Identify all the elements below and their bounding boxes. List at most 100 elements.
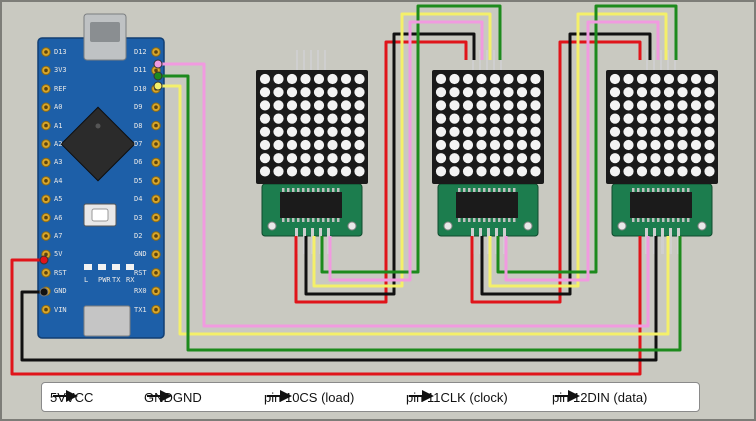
matrix-led xyxy=(313,139,325,151)
pin-dot-d10 xyxy=(153,81,163,91)
header-pin xyxy=(317,50,319,70)
pin-label: A2 xyxy=(54,140,63,148)
legend-item-din: pin 12 DIN (data) xyxy=(552,390,647,405)
chip-leg xyxy=(292,188,295,192)
pin-label: D5 xyxy=(134,176,143,185)
pin-hole xyxy=(44,252,48,257)
chip-leg xyxy=(463,188,466,192)
matrix-led xyxy=(530,153,541,164)
chip-leg xyxy=(468,188,471,192)
matrix-led xyxy=(663,100,675,111)
matrix-led xyxy=(259,153,271,164)
chip-leg xyxy=(642,188,645,192)
pin-label: A0 xyxy=(54,103,63,112)
pin-hole xyxy=(44,87,48,91)
chip-leg xyxy=(488,218,491,222)
matrix-led xyxy=(259,113,271,124)
mount-hole xyxy=(347,221,357,231)
matrix-led xyxy=(327,153,338,164)
matrix-led xyxy=(462,113,474,124)
chip-leg xyxy=(473,188,476,192)
header-pin xyxy=(667,50,669,70)
pin-label: D7 xyxy=(134,140,143,148)
matrix-led xyxy=(313,113,325,124)
header-pin xyxy=(646,50,648,70)
matrix-led xyxy=(609,87,621,98)
matrix-led xyxy=(462,100,474,111)
pin-hole xyxy=(44,215,48,220)
matrix-led xyxy=(609,73,621,85)
matrix-led xyxy=(677,73,688,85)
matrix-led xyxy=(636,73,648,85)
matrix-led xyxy=(677,100,688,111)
pin-hole xyxy=(154,215,158,220)
matrix-led xyxy=(677,126,688,137)
matrix-led xyxy=(435,87,447,98)
wire-cs-link-2 xyxy=(488,12,668,288)
matrix-led xyxy=(516,166,528,177)
mount-hole xyxy=(697,221,707,231)
chip-leg xyxy=(282,188,285,192)
chip-leg xyxy=(478,188,481,192)
pin-hole xyxy=(44,197,48,201)
matrix-led xyxy=(609,126,621,137)
header-pin xyxy=(324,50,326,70)
chip-leg xyxy=(652,188,655,192)
matrix-led xyxy=(704,139,715,151)
matrix-led xyxy=(327,100,338,111)
matrix-led xyxy=(530,126,541,137)
wire-din xyxy=(158,62,650,328)
pin-label: D2 xyxy=(134,232,143,240)
matrix-led xyxy=(354,139,365,151)
matrix-led xyxy=(650,139,661,151)
chip-leg xyxy=(302,218,305,222)
pin-label: A7 xyxy=(54,232,63,240)
pin-label: VIN xyxy=(54,305,67,314)
wire-vcc-link-2 xyxy=(470,40,642,304)
matrix-led xyxy=(636,100,648,111)
led-tx xyxy=(112,264,120,270)
pin-hole xyxy=(44,105,48,109)
matrix-led xyxy=(516,87,528,98)
pin-label: RST xyxy=(54,268,67,277)
matrix-led xyxy=(663,139,675,151)
matrix-led xyxy=(489,73,501,85)
matrix-led xyxy=(489,87,501,98)
pin-label: 3V3 xyxy=(54,66,67,75)
matrix-led xyxy=(623,139,634,151)
matrix-led xyxy=(476,73,487,85)
matrix-led xyxy=(340,153,352,164)
matrix-led xyxy=(636,113,648,124)
matrix-led xyxy=(623,113,634,124)
pin-label: GND xyxy=(134,250,147,259)
chip-leg xyxy=(458,188,461,192)
led-pwr xyxy=(98,264,106,270)
legend-item-gnd: GND GND xyxy=(144,390,202,405)
matrix-led xyxy=(663,153,675,164)
matrix-led xyxy=(462,153,474,164)
chip-leg xyxy=(677,188,680,192)
matrix-led xyxy=(340,126,352,137)
matrix-led xyxy=(340,73,352,85)
chip-leg xyxy=(657,218,660,222)
matrix-led xyxy=(503,113,514,124)
matrix-led xyxy=(462,73,474,85)
pin-hole xyxy=(44,68,48,73)
legend-to: GND xyxy=(172,390,202,405)
matrix-led xyxy=(503,139,514,151)
matrix-led xyxy=(286,153,298,164)
pin-label: A5 xyxy=(54,195,63,204)
pin-label: A4 xyxy=(54,176,63,185)
chip-leg xyxy=(297,218,300,222)
matrix-led xyxy=(530,87,541,98)
chip-leg xyxy=(317,218,320,222)
matrix-led xyxy=(340,100,352,111)
matrix-led xyxy=(435,166,447,177)
header-pin xyxy=(493,50,495,70)
matrix-led xyxy=(516,139,528,151)
wire-vcc-link-1 xyxy=(294,40,468,304)
matrix-led xyxy=(690,73,702,85)
matrix-led xyxy=(704,87,715,98)
pin-label: D6 xyxy=(134,158,143,167)
matrix-led xyxy=(313,87,325,98)
